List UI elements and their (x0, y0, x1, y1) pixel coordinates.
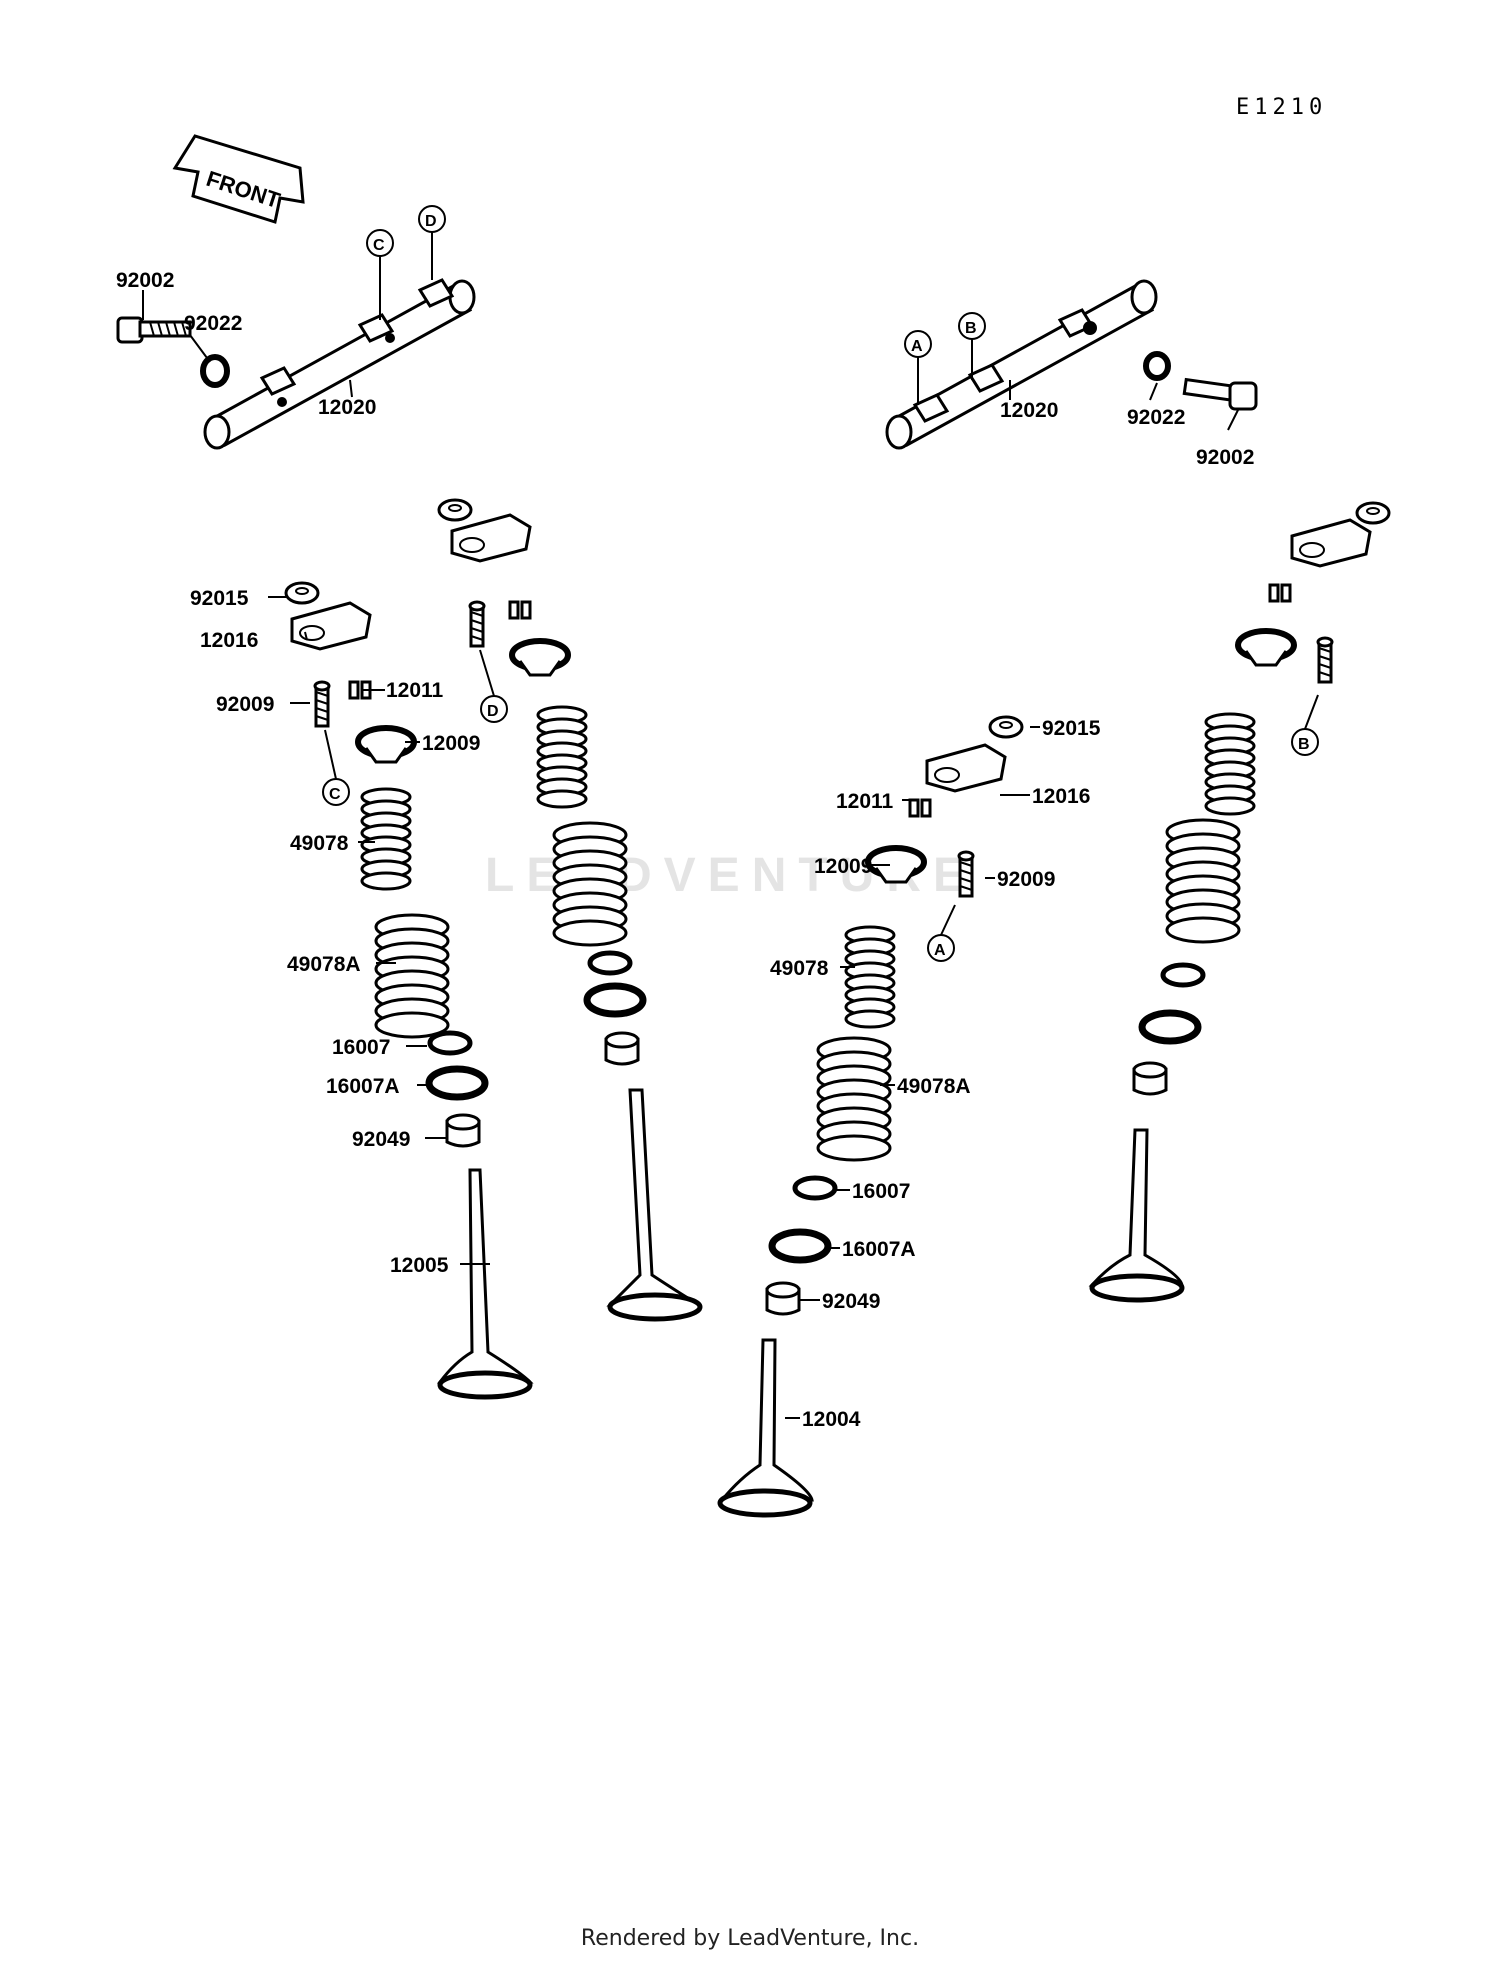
callout-12016-right: 12016 (1032, 785, 1090, 808)
svg-text:A: A (934, 942, 946, 959)
right-valve-train-1 (717, 715, 1024, 1518)
ref-circle-c-upper: C (366, 229, 394, 257)
footer-credit: Rendered by LeadVenture, Inc. (580, 1926, 920, 1951)
callout-12009-right: 12009 (814, 855, 872, 878)
callout-16007A-left: 16007A (326, 1075, 400, 1098)
ref-circle-a-upper: A (904, 330, 932, 358)
svg-text:D: D (425, 213, 437, 230)
svg-text:C: C (329, 786, 341, 803)
left-camshaft-washer (200, 354, 230, 388)
left-valve-train-1 (284, 581, 534, 1400)
callout-49078-right: 49078 (770, 957, 829, 980)
right-valve-train-2 (1088, 501, 1391, 1303)
ref-circle-b-lower: B (1291, 728, 1319, 756)
right-camshaft-bolt (1182, 377, 1258, 411)
callout-12020-left: 12020 (318, 396, 376, 419)
left-camshaft (203, 278, 476, 450)
callout-92015-left: 92015 (190, 587, 249, 610)
callout-49078-left: 49078 (290, 832, 349, 855)
right-camshaft (885, 279, 1158, 450)
callout-92009-right: 92009 (997, 868, 1055, 891)
svg-text:B: B (1298, 736, 1310, 753)
ref-circle-b-upper: B (958, 312, 986, 340)
front-arrow-icon: FRONT (172, 134, 305, 224)
svg-text:C: C (373, 237, 385, 254)
ref-circle-a-lower: A (927, 934, 955, 962)
ref-circle-c-lower: C (322, 778, 350, 806)
callout-16007-left: 16007 (332, 1036, 390, 1059)
callout-12009-left: 12009 (422, 732, 480, 755)
callout-92009-left: 92009 (216, 693, 274, 716)
callout-12016-left: 12016 (200, 629, 258, 652)
callout-92049-right: 92049 (822, 1290, 880, 1313)
callout-92022-left: 92022 (184, 312, 242, 335)
callout-12004: 12004 (802, 1408, 861, 1431)
callout-49078A-right: 49078A (897, 1075, 971, 1098)
callout-92002-right: 92002 (1196, 446, 1254, 469)
callout-92002-left: 92002 (116, 269, 174, 292)
svg-text:B: B (965, 320, 977, 337)
callout-12011-right: 12011 (836, 790, 894, 813)
callout-12005: 12005 (390, 1254, 449, 1277)
svg-text:A: A (911, 338, 923, 355)
callout-92049-left: 92049 (352, 1128, 410, 1151)
callout-49078A-left: 49078A (287, 953, 361, 976)
callout-92022-right: 92022 (1127, 406, 1185, 429)
ref-circle-d-lower: D (480, 695, 508, 723)
callout-16007-right: 16007 (852, 1180, 910, 1203)
callout-12020-right: 12020 (1000, 399, 1058, 422)
left-camshaft-bolt (116, 316, 192, 344)
ref-circle-d-upper: D (418, 205, 446, 233)
left-valve-train-2 (437, 498, 703, 1322)
svg-text:D: D (487, 703, 499, 720)
diagram-code: E1210 (1236, 95, 1328, 120)
callout-12011-left: 12011 (386, 679, 444, 702)
callout-92015-right: 92015 (1042, 717, 1101, 740)
right-camshaft-washer (1143, 351, 1171, 381)
callout-16007A-right: 16007A (842, 1238, 916, 1261)
